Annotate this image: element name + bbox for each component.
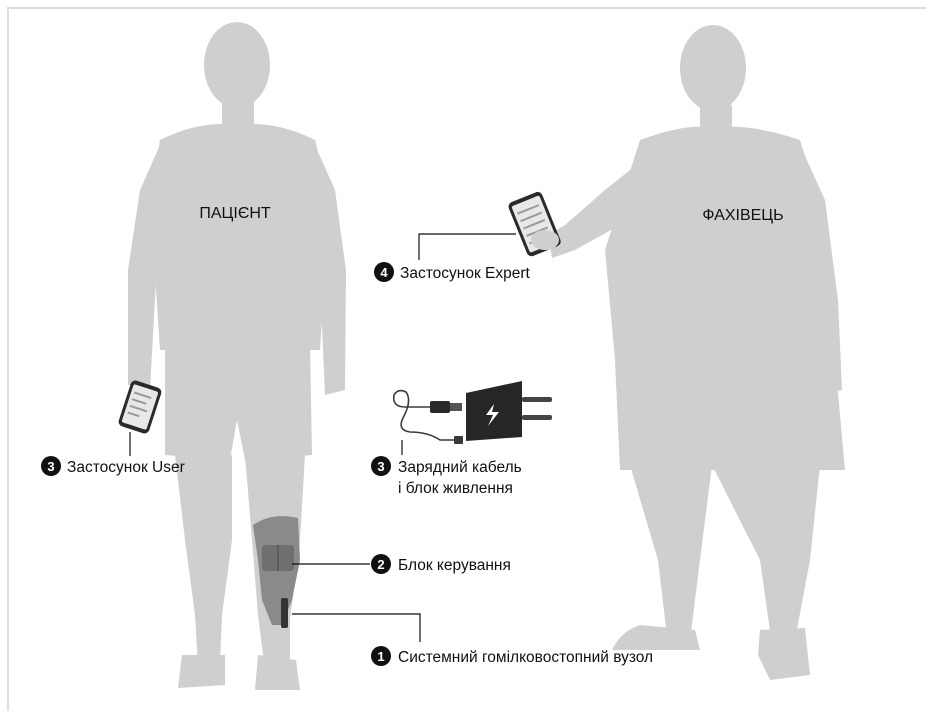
callout-label: Застосунок User [67, 459, 185, 476]
specialist-hand [531, 230, 559, 250]
callout-label-line1: Зарядний кабель [398, 459, 522, 476]
callout-label-line2: і блок живлення [398, 480, 513, 497]
callout-control-unit: 2 Блок керування [292, 554, 511, 574]
patient-silhouette [128, 22, 346, 690]
callout-ankle-joint: 1 Системний гомілковостопний вузол [292, 614, 653, 666]
callout-number: 2 [377, 557, 384, 572]
callout-number: 1 [377, 649, 384, 664]
callout-number: 4 [380, 265, 388, 280]
usb-cable-icon [394, 391, 463, 444]
callout-label: Системний гомілковостопний вузол [398, 649, 653, 666]
specialist-title: ФАХІВЕЦЬ [702, 207, 783, 224]
callout-user-app: 3 Застосунок User [41, 432, 185, 476]
callout-label: Застосунок Expert [400, 265, 531, 282]
smartphone-icon [117, 379, 162, 435]
specialist-silhouette [548, 25, 845, 680]
power-adapter-icon [466, 381, 552, 441]
patient-title: ПАЦІЄНТ [199, 205, 271, 222]
callout-expert-app: 4 Застосунок Expert [374, 234, 531, 282]
callout-label: Блок керування [398, 557, 511, 574]
callout-charger: 3 Зарядний кабель і блок живлення [371, 440, 522, 497]
callout-number: 3 [377, 459, 384, 474]
callout-number: 3 [47, 459, 54, 474]
